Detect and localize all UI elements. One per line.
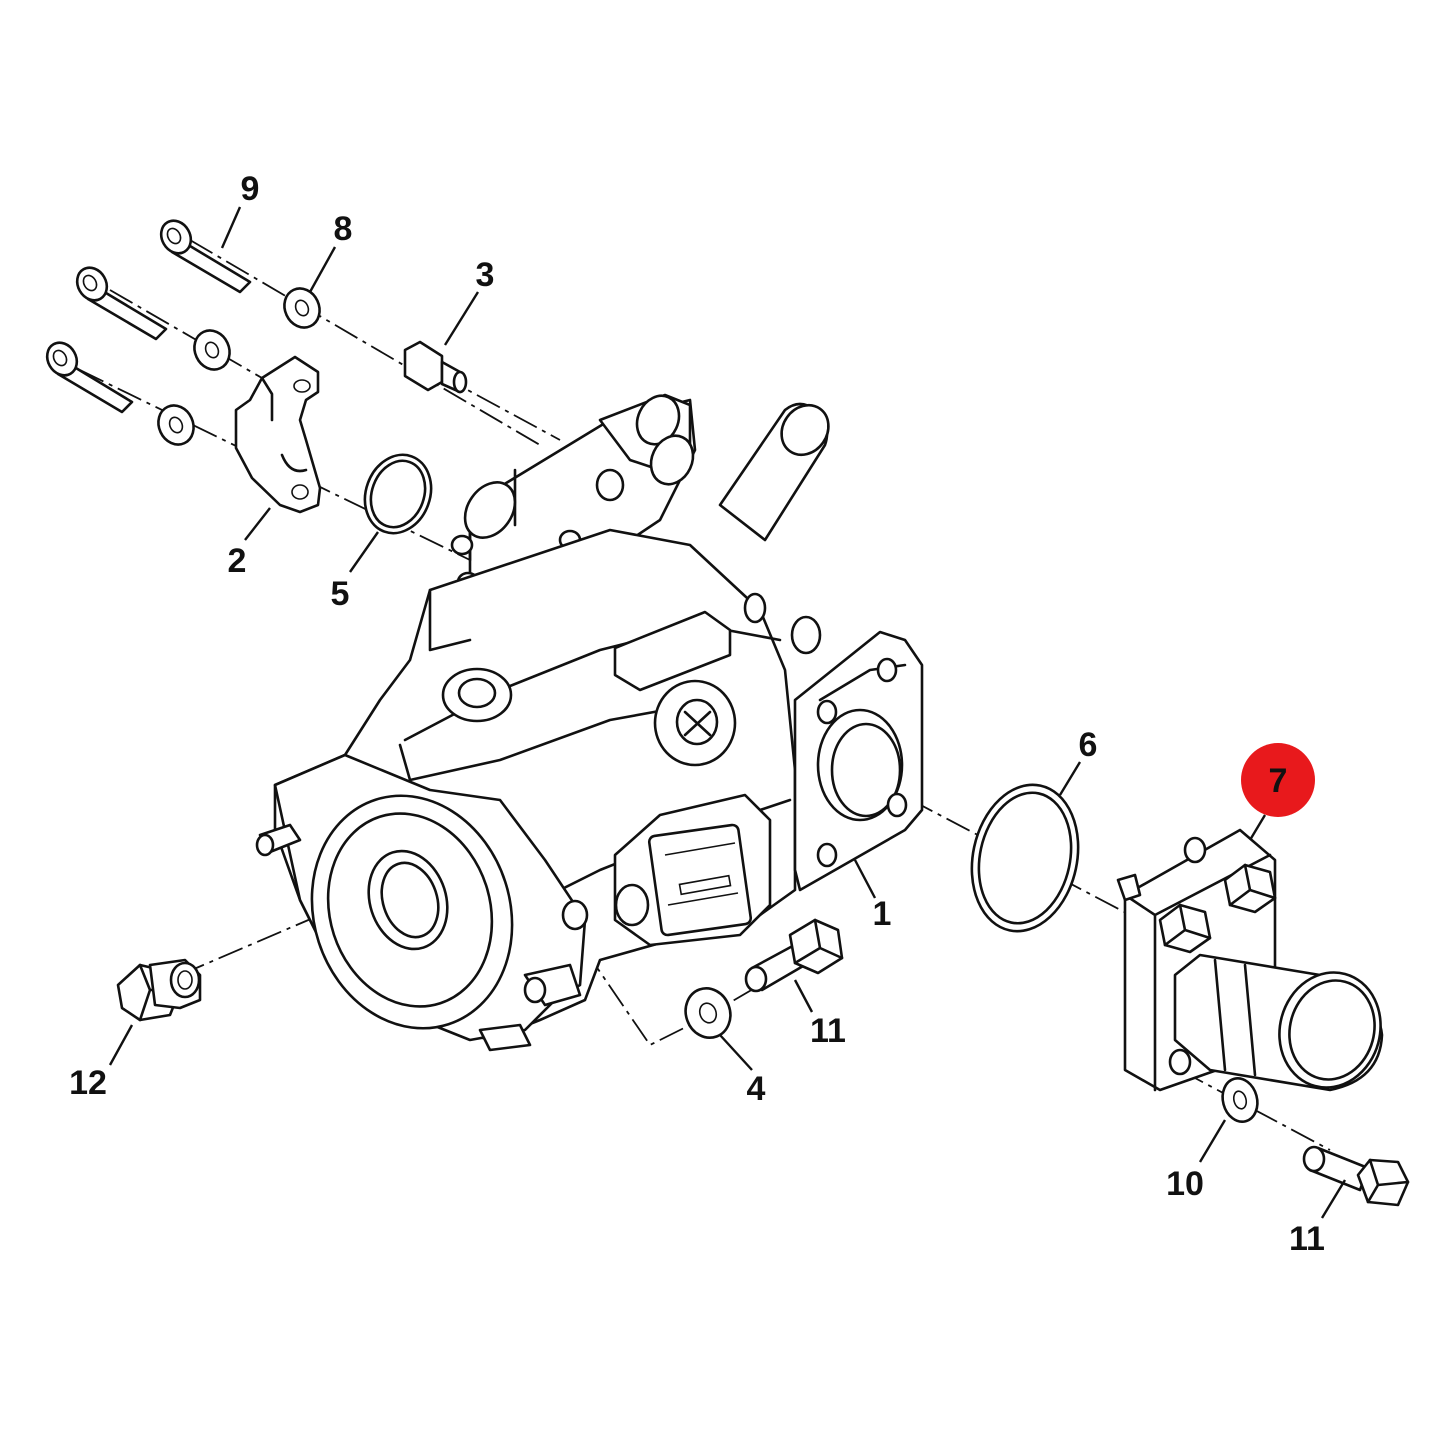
flange-clamp-2 [234,355,322,514]
fitting-3 [403,340,468,394]
callout-12: 12 [69,1064,107,1102]
callout-9: 9 [241,170,260,208]
callout-4: 4 [747,1070,766,1108]
callout-11-mid: 11 [810,1012,846,1050]
washer-10 [1221,1076,1259,1124]
callout-11-right: 11 [1289,1220,1325,1258]
callout-6: 6 [1079,726,1098,764]
bolt-9-low [45,341,134,414]
leader-lines [108,206,1347,1219]
callout-8: 8 [334,210,353,248]
callout-5: 5 [331,575,350,613]
axis-plug-12 [179,914,321,976]
washer-8-low [157,404,195,446]
flange-adapter-7 [1116,828,1384,1092]
callout-10: 10 [1166,1165,1204,1203]
callout-3: 3 [476,256,495,294]
washer-8-top [283,287,321,329]
washer-8-mid [193,329,231,371]
o-ring-6 [970,783,1080,933]
plug-12 [116,958,202,1022]
pump-body-1 [255,393,924,1052]
o-ring-5 [363,453,433,535]
bolt-11-right [1302,1145,1410,1207]
callout-2: 2 [228,542,247,580]
callout-7-highlight [1241,743,1315,817]
bolt-9-top [159,219,252,294]
callout-labels: 9 8 3 2 5 6 7 1 11 4 12 10 11 [69,170,1325,1258]
axis-washer-4 [584,949,761,1047]
axis-top-bolt [189,239,541,446]
bolt-11-mid [744,918,844,993]
washer-4 [684,987,732,1039]
callout-7: 7 [1269,762,1288,800]
bolt-9-mid [75,266,168,341]
callout-1: 1 [873,895,892,933]
